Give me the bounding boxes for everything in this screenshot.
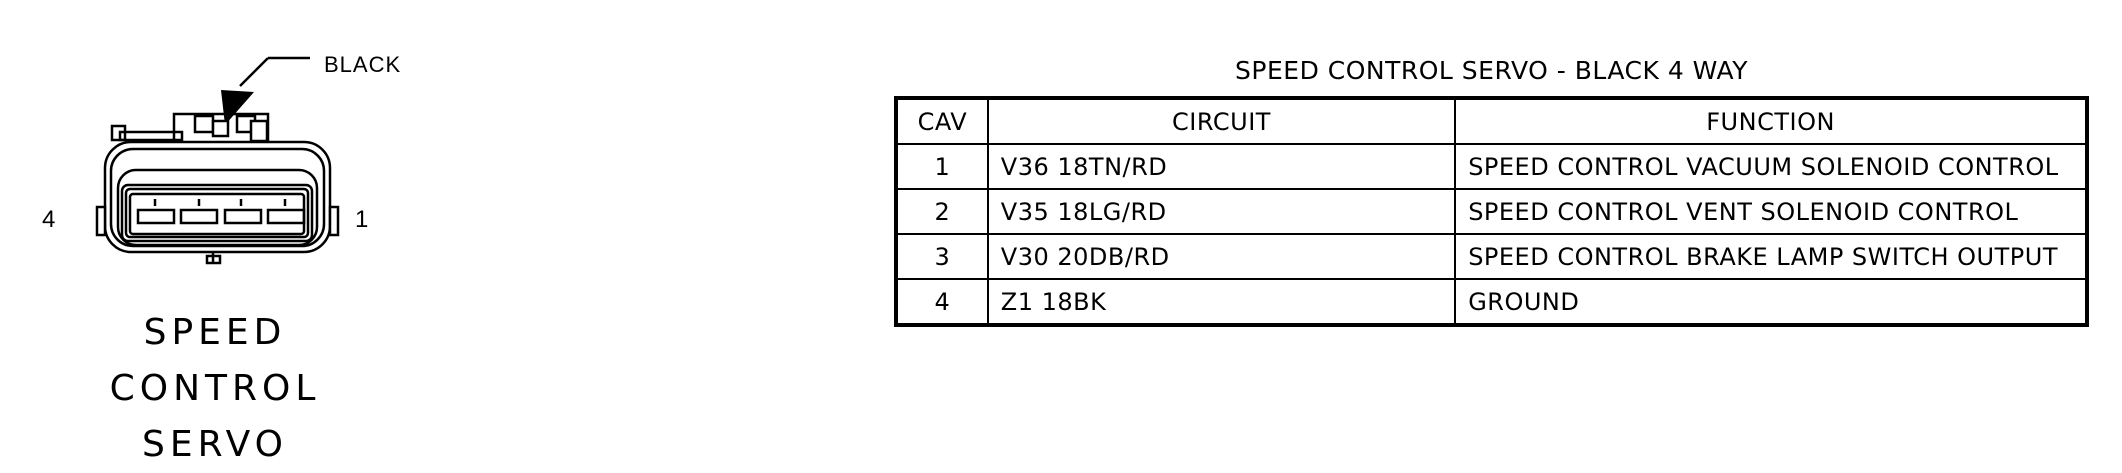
header-cav: CAV: [895, 97, 989, 145]
terminal-cavities: [136, 199, 306, 225]
connector-caption: SPEED CONTROL SERVO: [70, 305, 360, 473]
cell-cav: 2: [895, 188, 989, 235]
pinout-table: CAV CIRCUIT FUNCTION 1 V36 18TN/RD SPEED…: [894, 96, 2089, 327]
cell-function: GROUND: [1454, 278, 2088, 326]
cell-circuit: Z1 18BK: [986, 278, 1457, 326]
table-row: 3 V30 20DB/RD SPEED CONTROL BRAKE LAMP S…: [895, 233, 2088, 280]
cell-cav: 3: [895, 233, 989, 280]
cell-circuit: V30 20DB/RD: [986, 233, 1457, 280]
connector-body: [103, 140, 332, 265]
cell-circuit: V35 18LG/RD: [986, 188, 1457, 235]
cavity-3: [179, 208, 219, 225]
cavity-2: [223, 208, 263, 225]
pin-label-left: 4: [42, 206, 55, 233]
table-row: 2 V35 18LG/RD SPEED CONTROL VENT SOLENOI…: [895, 188, 2088, 235]
cavity-1: [266, 208, 306, 225]
cell-circuit: V36 18TN/RD: [986, 143, 1457, 190]
callout-arrowhead: [221, 90, 254, 125]
caption-line-1: SPEED: [143, 312, 287, 353]
connector-side-tabs: [95, 205, 340, 237]
caption-line-2: CONTROL: [109, 368, 321, 409]
pin-label-right: 1: [355, 206, 368, 233]
header-circuit: CIRCUIT: [986, 97, 1457, 145]
cell-function: SPEED CONTROL VACUUM SOLENOID CONTROL: [1454, 143, 2088, 190]
cell-function: SPEED CONTROL VENT SOLENOID CONTROL: [1454, 188, 2088, 235]
cavity-4: [136, 208, 176, 225]
color-callout-label: BLACK: [324, 52, 401, 77]
table-header-row: CAV CIRCUIT FUNCTION: [895, 97, 2088, 145]
cell-cav: 4: [895, 278, 989, 326]
header-function: FUNCTION: [1454, 97, 2088, 145]
table-title: SPEED CONTROL SERVO - BLACK 4 WAY: [1235, 56, 1748, 85]
caption-line-3: SERVO: [142, 424, 288, 465]
cell-cav: 1: [895, 143, 989, 190]
table-row: 1 V36 18TN/RD SPEED CONTROL VACUUM SOLEN…: [895, 143, 2088, 190]
cell-function: SPEED CONTROL BRAKE LAMP SWITCH OUTPUT: [1454, 233, 2088, 280]
callout-leader: [239, 57, 269, 87]
table-row: 4 Z1 18BK GROUND: [895, 278, 2088, 326]
